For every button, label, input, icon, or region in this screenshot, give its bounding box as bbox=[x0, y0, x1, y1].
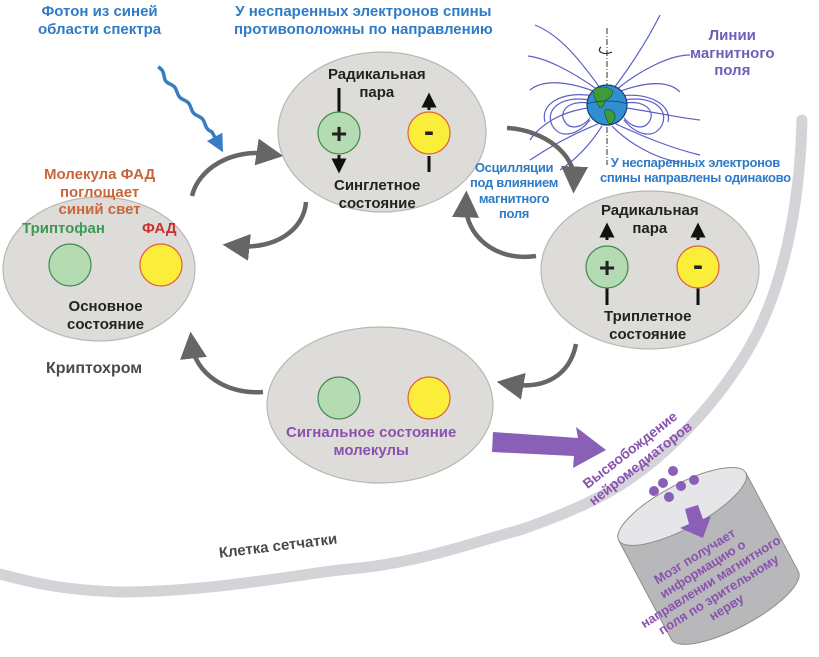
arrow-singlet-to-triplet bbox=[506, 125, 589, 194]
cycle-arrows bbox=[180, 125, 589, 400]
singlet-note-label: У неспаренных электронов спины противопо… bbox=[234, 3, 493, 38]
signal-fad-circle bbox=[407, 376, 451, 420]
oscillations-label: Осцилляции под влиянием магнитного поля bbox=[470, 160, 559, 221]
triplet-radical-plus bbox=[585, 245, 629, 289]
ground-state-ellipse bbox=[2, 196, 196, 342]
triplet-state-label: Триплетное состояние bbox=[604, 308, 692, 343]
singlet-plus-sign: + bbox=[330, 118, 348, 149]
fad-label: ФАД bbox=[142, 220, 177, 237]
singlet-minus-sign: - bbox=[424, 115, 434, 148]
release-arrow bbox=[492, 427, 606, 468]
signal-tryptophan-circle bbox=[317, 376, 361, 420]
photon-label: Фотон из синей области спектра bbox=[38, 3, 162, 38]
neurotransmitter-dots bbox=[649, 466, 699, 502]
triplet-note-label: У неспаренных электронов спины направлен… bbox=[600, 155, 791, 186]
singlet-state-ellipse bbox=[277, 51, 487, 213]
arrow-triplet-to-signal bbox=[496, 343, 579, 400]
triplet-radical-minus bbox=[676, 245, 720, 289]
triplet-spins bbox=[599, 222, 706, 305]
earth-globe-icon bbox=[586, 84, 628, 126]
brain-cylinder bbox=[617, 466, 800, 645]
singlet-radical-plus bbox=[317, 111, 361, 155]
arrow-signal-to-ground bbox=[180, 331, 264, 395]
signal-state-ellipse bbox=[266, 326, 494, 484]
fad-circle bbox=[139, 243, 183, 287]
triplet-minus-sign: - bbox=[693, 249, 703, 282]
magnetic-field-lines bbox=[527, 14, 701, 171]
cryptochrome-label: Криптохром bbox=[46, 360, 143, 377]
ground-state-label: Основное состояние bbox=[67, 298, 145, 333]
rotation-arrow-icon bbox=[598, 46, 613, 55]
singlet-spins bbox=[331, 88, 437, 174]
tryptophan-label: Триптофан bbox=[22, 220, 105, 237]
field-lines-label: Линии магнитного поля bbox=[690, 27, 775, 80]
singlet-radical-minus bbox=[407, 111, 451, 155]
brain-down-arrow bbox=[680, 505, 711, 538]
photon-wave-arrow bbox=[157, 65, 224, 153]
tryptophan-circle bbox=[48, 243, 92, 287]
triplet-top-label: Радикальная пара bbox=[601, 202, 699, 237]
singlet-top-label: Радикальная пара bbox=[328, 66, 426, 101]
fad-absorbs-label: Молекула ФАД поглощает синий свет bbox=[44, 166, 156, 219]
arrow-ground-to-singlet bbox=[189, 138, 284, 197]
arrow-triplet-to-singlet bbox=[452, 190, 537, 260]
arrow-singlet-to-ground bbox=[222, 201, 309, 261]
signal-state-label: Сигнальное состояние молекулы bbox=[286, 424, 457, 459]
singlet-state-label: Синглетное состояние bbox=[334, 177, 421, 212]
retina-cell-membrane bbox=[0, 114, 808, 598]
triplet-plus-sign: + bbox=[598, 252, 616, 283]
